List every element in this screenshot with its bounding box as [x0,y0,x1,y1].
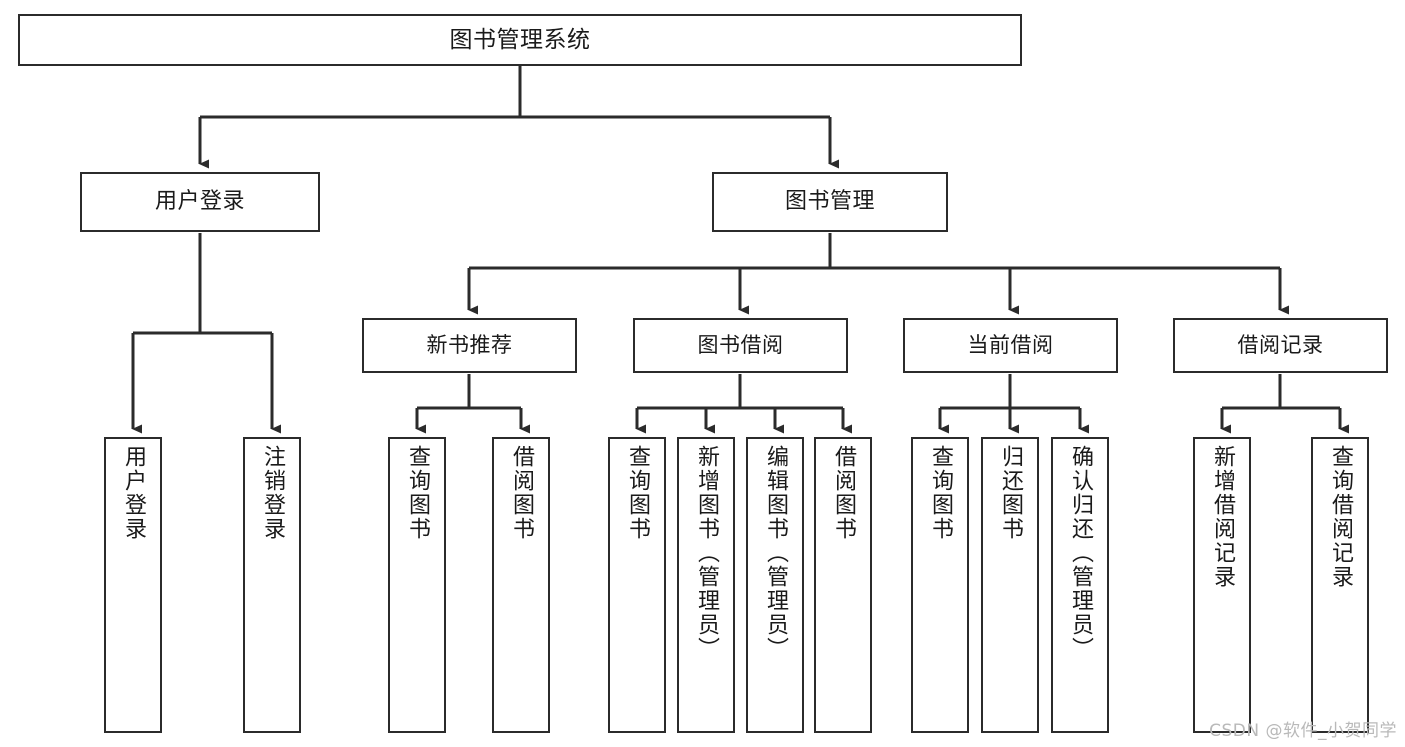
node-leaf-logout[interactable]: 注销登录 [243,437,301,733]
node-borrow-records-label: 借阅记录 [1237,333,1324,358]
node-leaf-confirm-return-admin[interactable]: 确认归还（管理员） [1051,437,1109,733]
node-leaf-query-borrow-record-label: 查询借阅记录 [1328,445,1353,589]
node-leaf-edit-book-admin-label: 编辑图书（管理员） [763,445,788,661]
node-borrow-records[interactable]: 借阅记录 [1173,318,1388,373]
node-user-login-label: 用户登录 [154,189,245,215]
node-book-borrow[interactable]: 图书借阅 [633,318,848,373]
node-leaf-borrow-book[interactable]: 借阅图书 [814,437,872,733]
node-book-management[interactable]: 图书管理 [712,172,948,232]
node-leaf-query-borrow-record[interactable]: 查询借阅记录 [1311,437,1369,733]
node-leaf-recommend-borrow-book-label: 借阅图书 [509,445,534,541]
node-leaf-edit-book-admin[interactable]: 编辑图书（管理员） [746,437,804,733]
node-leaf-borrow-query-book-label: 查询图书 [625,445,650,541]
node-leaf-recommend-query-book[interactable]: 查询图书 [388,437,446,733]
node-leaf-recommend-query-book-label: 查询图书 [405,445,430,541]
node-leaf-return-book[interactable]: 归还图书 [981,437,1039,733]
node-leaf-borrow-query-book[interactable]: 查询图书 [608,437,666,733]
node-leaf-current-query-book-label: 查询图书 [928,445,953,541]
node-leaf-add-borrow-record-label: 新增借阅记录 [1210,445,1235,589]
node-root-book-management-system[interactable]: 图书管理系统 [18,14,1022,66]
node-new-book-recommend-label: 新书推荐 [426,333,513,358]
node-leaf-return-book-label: 归还图书 [998,445,1023,541]
node-leaf-recommend-borrow-book[interactable]: 借阅图书 [492,437,550,733]
node-leaf-add-book-admin-label: 新增图书（管理员） [694,445,719,661]
node-new-book-recommend[interactable]: 新书推荐 [362,318,577,373]
node-current-borrow-label: 当前借阅 [967,333,1054,358]
node-root-label: 图书管理系统 [449,26,591,53]
node-leaf-add-borrow-record[interactable]: 新增借阅记录 [1193,437,1251,733]
node-leaf-user-login[interactable]: 用户登录 [104,437,162,733]
node-book-borrow-label: 图书借阅 [697,333,784,358]
node-leaf-borrow-book-label: 借阅图书 [831,445,856,541]
node-book-management-label: 图书管理 [784,189,875,215]
node-user-login[interactable]: 用户登录 [80,172,320,232]
node-leaf-logout-label: 注销登录 [260,445,285,541]
node-leaf-current-query-book[interactable]: 查询图书 [911,437,969,733]
node-leaf-user-login-label: 用户登录 [121,445,146,541]
node-current-borrow[interactable]: 当前借阅 [903,318,1118,373]
node-leaf-add-book-admin[interactable]: 新增图书（管理员） [677,437,735,733]
node-leaf-confirm-return-admin-label: 确认归还（管理员） [1068,445,1093,661]
